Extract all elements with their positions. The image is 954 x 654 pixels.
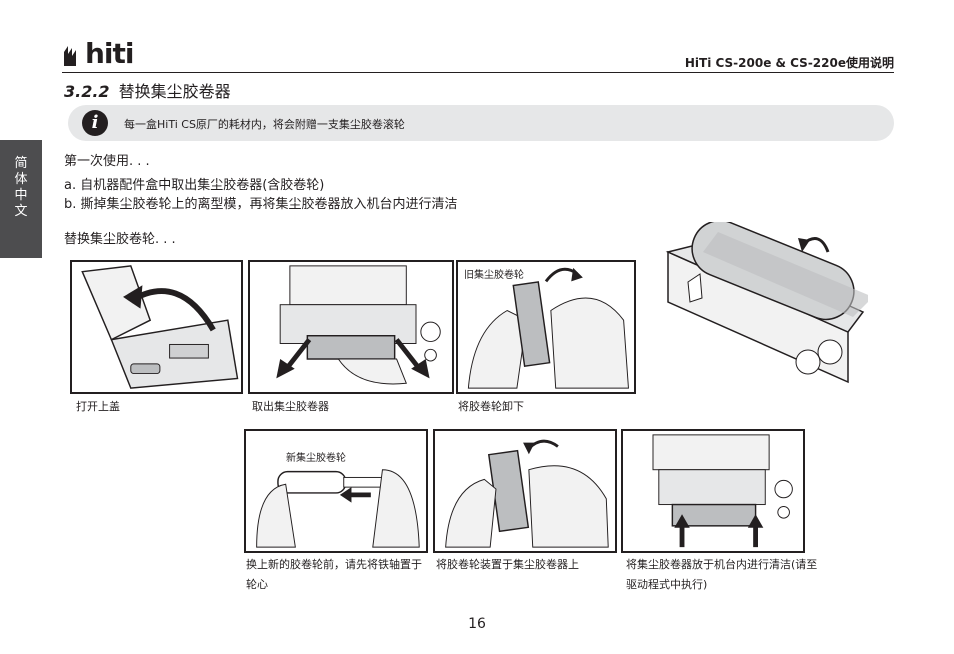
printer-open-cover-illustration (81, 265, 239, 389)
figure-remove-cleaner (248, 260, 454, 394)
hiti-logo: hiti (62, 37, 135, 70)
new-roller-label: 新集尘胶卷轮 (286, 449, 346, 464)
caption-remove-cleaner: 取出集尘胶卷器 (252, 400, 329, 413)
section-number: 3.2.2 (64, 82, 110, 101)
figure-mount-roller (433, 429, 617, 553)
caption-place-cleaner: 将集尘胶卷器放于机台内进行清洁(请至驱动程式中执行) (626, 558, 818, 591)
first-use-heading: 第一次使用. . . (64, 154, 150, 169)
figure-unload-roller: 旧集尘胶卷轮 (456, 260, 636, 394)
roller-peel-illustration (665, 219, 873, 384)
note-box: i 每一盒HiTi CS原厂的耗材内，将会附赠一支集尘胶卷滚轮 (68, 105, 894, 141)
figure-open-cover (70, 260, 243, 394)
logo-mark-icon (64, 46, 76, 66)
place-cleaner-illustration (652, 434, 793, 548)
section-heading: 3.2.2 替换集尘胶卷器 (64, 78, 231, 102)
caption-mount-roller: 将胶卷轮装置于集尘胶卷器上 (436, 558, 579, 571)
mount-roller-illustration (445, 439, 609, 548)
old-roller-label: 旧集尘胶卷轮 (464, 266, 524, 281)
section-title: 替换集尘胶卷器 (118, 82, 231, 101)
figure-roller-peel (648, 219, 873, 390)
note-text: 每一盒HiTi CS原厂的耗材内，将会附赠一支集尘胶卷滚轮 (124, 118, 405, 131)
figure-place-cleaner (621, 429, 805, 553)
caption-insert-shaft: 换上新的胶卷轮前，请先将铁轴置于轮心 (246, 558, 422, 591)
header-rule (62, 72, 894, 73)
step-b: b. 撕掉集尘胶卷轮上的离型模，再将集尘胶卷器放入机台内进行清洁 (64, 197, 458, 212)
unload-roller-illustration (467, 267, 629, 389)
page-number: 16 (468, 616, 486, 632)
step-a: a. 自机器配件盒中取出集尘胶卷器(含胶卷轮) (64, 178, 325, 193)
manual-title: HiTi CS-200e & CS-220e使用说明 (684, 56, 894, 70)
insert-shaft-illustration (256, 469, 420, 548)
language-tab: 简 体 中 文 (0, 140, 42, 258)
info-icon: i (82, 110, 108, 136)
language-tab-label: 简 体 中 文 (14, 156, 28, 219)
caption-open-cover: 打开上盖 (76, 400, 120, 413)
remove-cleaner-illustration (276, 265, 441, 385)
logo-wordmark: hiti (85, 37, 135, 70)
caption-unload-roller: 将胶卷轮卸下 (458, 400, 524, 413)
replace-heading: 替换集尘胶卷轮. . . (64, 232, 176, 247)
figure-insert-shaft: 新集尘胶卷轮 (244, 429, 428, 553)
